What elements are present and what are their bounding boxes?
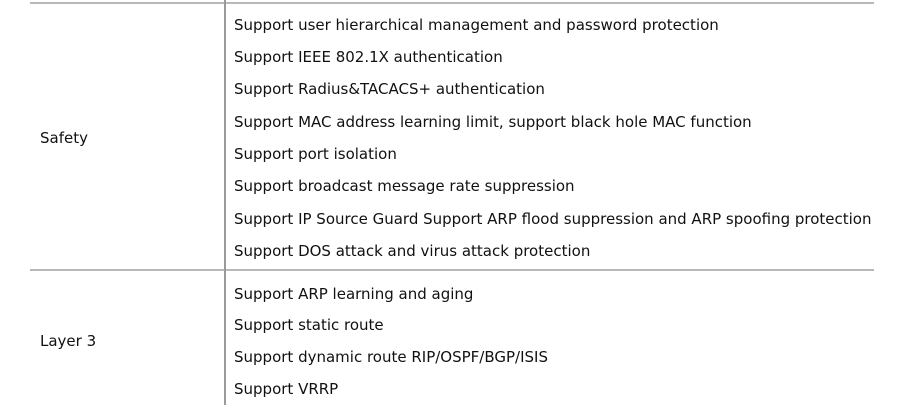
category-safety: Safety xyxy=(40,129,88,147)
top-row-divider xyxy=(30,2,874,4)
feature-item: Support IEEE 802.1X authentication xyxy=(234,48,503,66)
feature-item: Support DOS attack and virus attack prot… xyxy=(234,242,591,260)
feature-item: Support user hierarchical management and… xyxy=(234,16,719,34)
feature-item: Support static route xyxy=(234,316,384,334)
column-divider xyxy=(224,0,226,405)
category-layer-3: Layer 3 xyxy=(40,332,97,350)
feature-item: Support broadcast message rate suppressi… xyxy=(234,177,575,195)
feature-item: Support ARP learning and aging xyxy=(234,285,474,303)
feature-item: Support port isolation xyxy=(234,145,397,163)
feature-item: Support IP Source Guard Support ARP floo… xyxy=(234,210,872,228)
feature-item: Support VRRP xyxy=(234,380,339,398)
feature-item: Support MAC address learning limit, supp… xyxy=(234,113,752,131)
feature-item: Support Radius&TACACS+ authentication xyxy=(234,80,545,98)
feature-item: Support dynamic route RIP/OSPF/BGP/ISIS xyxy=(234,348,548,366)
row-divider xyxy=(30,269,874,271)
